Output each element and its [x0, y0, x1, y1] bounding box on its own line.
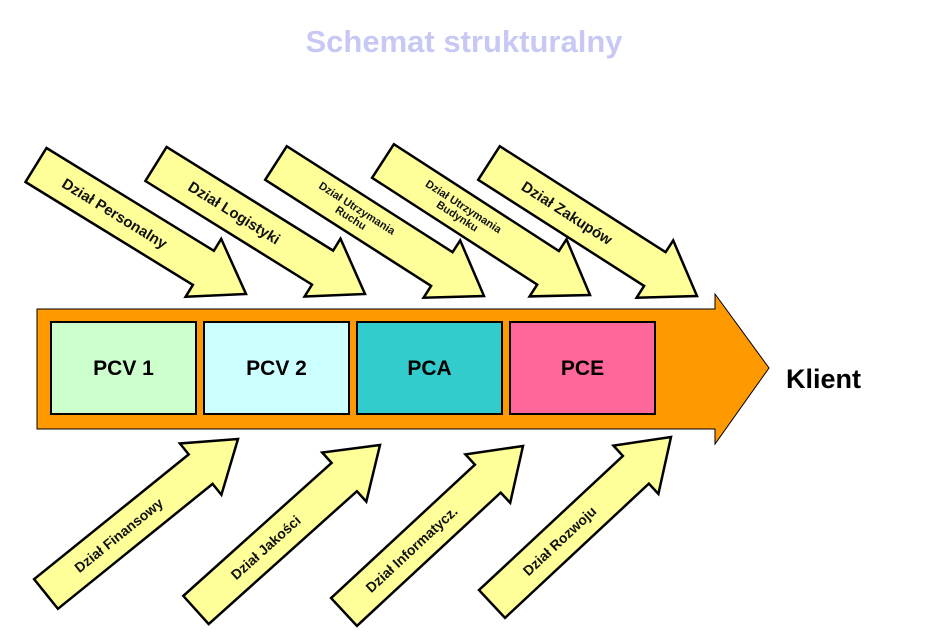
stage-box: [203, 321, 350, 415]
stage-box: [356, 321, 503, 415]
top-department-arrow: Dział UtrzymaniaBudynku: [370, 142, 592, 298]
department-arrow-shape: [263, 144, 486, 300]
stage-box: [50, 321, 197, 415]
top-department-arrow: Dział UtrzymaniaRuchu: [263, 144, 486, 300]
department-arrow-shape: [477, 435, 673, 620]
top-department-arrow: Dział Logistyki: [143, 145, 367, 298]
department-arrow-shape: [476, 144, 699, 300]
department-arrow-shape: [370, 142, 592, 298]
stage-label: PCE: [561, 357, 604, 380]
client-label: Klient: [786, 364, 862, 394]
stage-label: PCV 1: [93, 357, 154, 380]
department-arrow-shape: [143, 145, 367, 298]
department-label: Dział Informatycz.: [362, 503, 460, 596]
stage-box: [509, 321, 656, 415]
process-stages: PCV 1 PCV 2 PCA PCE: [50, 321, 656, 415]
department-label: Dział Finansowy: [71, 495, 166, 576]
department-arrow-shape: [23, 146, 248, 299]
department-arrow-shape: [329, 444, 525, 628]
stage-label: PCV 2: [246, 357, 307, 380]
department-arrow-shape: [181, 443, 382, 626]
department-arrow-shape: [32, 437, 240, 611]
diagram-title: Schemat strukturalny: [305, 24, 623, 59]
stage-label: PCA: [407, 357, 451, 380]
